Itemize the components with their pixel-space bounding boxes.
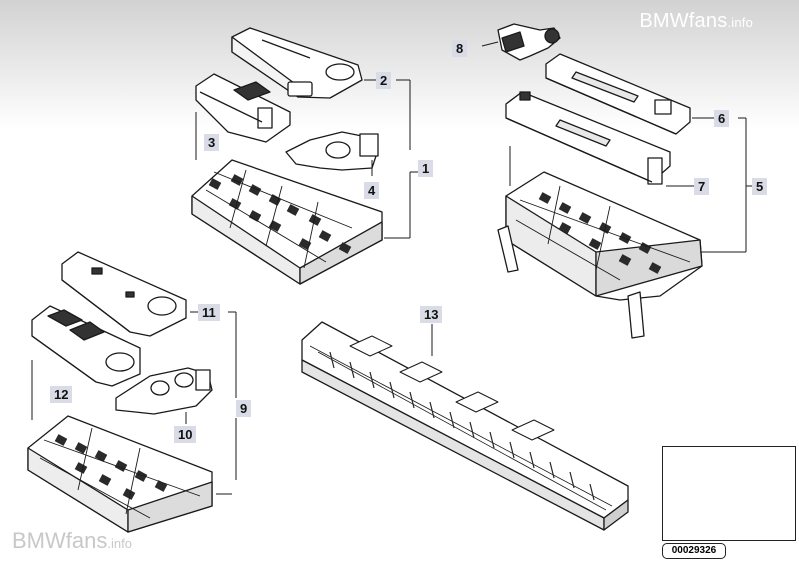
callout-2: 2 <box>376 72 392 89</box>
callout-9: 9 <box>236 400 252 417</box>
callout-8: 8 <box>452 40 468 57</box>
callout-13: 13 <box>420 306 443 323</box>
part-1-fuse-box <box>191 159 383 285</box>
inset-frame <box>662 446 796 541</box>
callout-12: 12 <box>50 386 73 403</box>
callout-3: 3 <box>204 134 220 151</box>
part-4-clip <box>285 131 379 171</box>
diagram-code: 00029326 <box>662 543 726 559</box>
watermark-top-suffix: .info <box>727 15 753 30</box>
part-6-strip <box>545 53 691 135</box>
callout-1: 1 <box>418 160 434 177</box>
part-10-clip <box>115 367 213 415</box>
callout-5: 5 <box>752 178 768 195</box>
part-13-relay-strip <box>301 321 629 531</box>
leader-lines <box>31 41 752 495</box>
part-2-cover <box>231 27 363 99</box>
callout-4: 4 <box>364 182 380 199</box>
part-9-fuse-box <box>27 415 213 533</box>
part-11-cover <box>61 251 187 337</box>
part-5-fuse-holder <box>497 171 703 339</box>
watermark-top-main: BMWfans <box>639 10 728 32</box>
part-12-cover <box>31 305 141 387</box>
watermark-bottom-main: BMWfans <box>12 528 108 553</box>
part-3-cover <box>195 73 291 143</box>
watermark-bottom-suffix: .info <box>107 536 132 551</box>
callout-7: 7 <box>694 178 710 195</box>
part-8-connector <box>497 23 561 61</box>
callout-6: 6 <box>714 110 730 127</box>
watermark-top: BMWfans.info <box>639 10 753 33</box>
callout-11: 11 <box>198 304 220 321</box>
callout-10: 10 <box>174 426 197 443</box>
part-6-cover <box>505 91 671 185</box>
watermark-bottom: BMWfans.info <box>12 528 132 554</box>
